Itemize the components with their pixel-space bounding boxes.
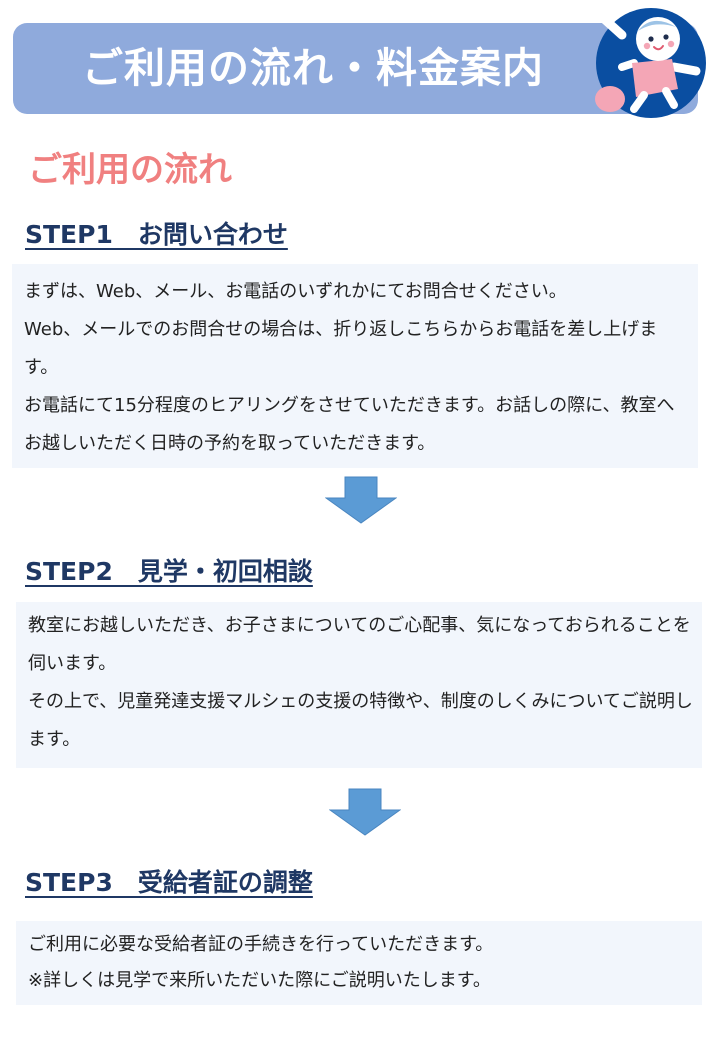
- step-text-line: まずは、Web、メール、お電話のいずれかにてお問合せください。: [24, 281, 567, 302]
- mascot-illustration: [595, 8, 706, 118]
- page-title: ご利用の流れ・料金案内: [82, 44, 544, 92]
- header-banner: ご利用の流れ・料金案内: [13, 23, 698, 114]
- step-text-line: ※詳しくは見学で来所いただいた際にご説明いたします。: [28, 970, 491, 991]
- step-description: ご利用に必要な受給者証の手続きを行っていただきます。 ※詳しくは見学で来所いただ…: [16, 921, 702, 1005]
- step-title: STEP3 受給者証の調整: [25, 868, 313, 897]
- step-text-line: その上で、児童発達支援マルシェの支援の特徴や、制度のしくみについてご説明します。: [28, 691, 693, 750]
- section-heading: ご利用の流れ: [28, 150, 232, 190]
- step-text-line: 教室にお越しいただき、お子さまについてのご心配事、気になっておられることを伺いま…: [28, 615, 691, 674]
- step-title: STEP2 見学・初回相談: [25, 557, 313, 586]
- step-text-line: Web、メールでのお問合せの場合は、折り返しこちらからお電話を差し上げます。: [24, 319, 658, 378]
- step-text-line: ご利用に必要な受給者証の手続きを行っていただきます。: [28, 934, 494, 955]
- step-description: まずは、Web、メール、お電話のいずれかにてお問合せください。 Web、メールで…: [12, 264, 698, 468]
- step-text-line: お電話にて15分程度のヒアリングをさせていただきます。お話しの際に、教室へお越し…: [24, 395, 675, 454]
- down-arrow-icon: [329, 788, 401, 836]
- step-description: 教室にお越しいただき、お子さまについてのご心配事、気になっておられることを伺いま…: [16, 602, 702, 768]
- step-title: STEP1 お問い合わせ: [25, 220, 288, 249]
- down-arrow-icon: [325, 476, 397, 524]
